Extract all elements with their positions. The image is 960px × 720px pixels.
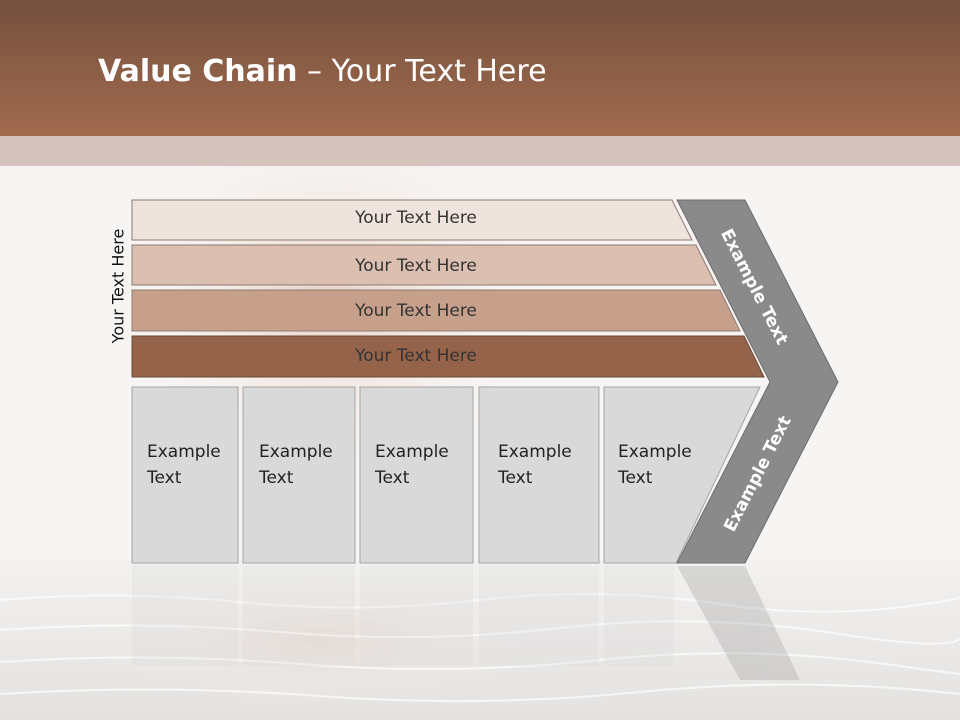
row-3-label[interactable]: Your Text Here	[355, 301, 477, 321]
title-bold: Value Chain	[98, 54, 298, 89]
row-3-shape	[131, 289, 741, 332]
cell-5-line1: Example	[618, 442, 692, 462]
row-2-shape	[131, 244, 717, 286]
reflection	[132, 566, 800, 680]
cell-1-shape	[131, 386, 239, 564]
cell-4-text[interactable]: Example Text	[498, 439, 572, 491]
row-1-label[interactable]: Your Text Here	[355, 208, 477, 228]
cell-5-shape	[603, 386, 761, 564]
cell-2-line1: Example	[259, 442, 333, 462]
header-bar	[0, 0, 960, 136]
header-band	[0, 136, 960, 166]
cell-3-line1: Example	[375, 442, 449, 462]
cell-3-text[interactable]: Example Text	[375, 439, 449, 491]
cell-4-line2: Text	[498, 468, 533, 488]
chevron-shape	[676, 199, 839, 564]
row-4-shape	[131, 335, 765, 378]
title-rest: – Your Text Here	[297, 54, 547, 89]
cell-5-text[interactable]: Example Text	[618, 439, 692, 491]
cell-2-shape	[242, 386, 356, 564]
cell-2-line2: Text	[259, 468, 294, 488]
cell-3-line2: Text	[375, 468, 410, 488]
row-2-label[interactable]: Your Text Here	[355, 256, 477, 276]
cell-1-line2: Text	[147, 468, 182, 488]
cell-3-shape	[359, 386, 474, 564]
row-1-shape	[131, 199, 693, 241]
cell-4-line1: Example	[498, 442, 572, 462]
side-label: Your Text Here	[108, 228, 128, 344]
cell-4-shape	[478, 386, 600, 564]
slide-title: Value Chain – Your Text Here	[98, 54, 547, 89]
row-4-label[interactable]: Your Text Here	[355, 346, 477, 366]
cell-1-line1: Example	[147, 442, 221, 462]
cell-1-text[interactable]: Example Text	[147, 439, 221, 491]
cell-5-line2: Text	[618, 468, 653, 488]
cell-2-text[interactable]: Example Text	[259, 439, 333, 491]
